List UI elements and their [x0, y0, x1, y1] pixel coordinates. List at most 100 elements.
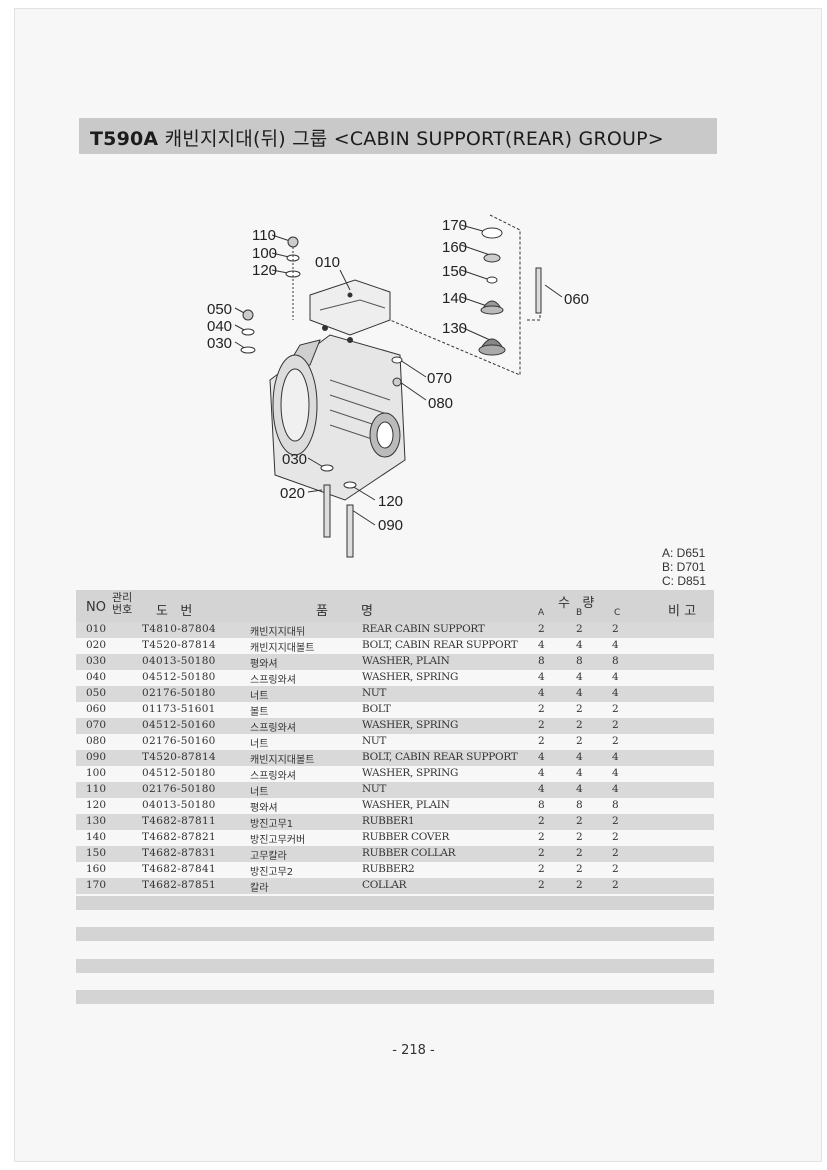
cell-c: 2	[612, 623, 619, 635]
cell-kr: 캐빈지지대볼트	[250, 755, 315, 766]
cell-no: 070	[86, 719, 107, 731]
cell-kr: 너트	[250, 739, 269, 750]
cell-a: 8	[538, 799, 545, 811]
callout-010: 010	[315, 254, 340, 271]
cell-b: 2	[576, 863, 583, 875]
legend-b: B: D701	[662, 560, 706, 574]
header-mgmt-no: 관리 번호	[112, 591, 133, 616]
cell-a: 2	[538, 831, 545, 843]
cell-en: NUT	[362, 783, 387, 795]
callout-170: 170	[442, 217, 467, 234]
callout-130: 130	[442, 320, 467, 337]
cell-kr: 너트	[250, 787, 269, 798]
cell-c: 2	[612, 847, 619, 859]
cell-c: 4	[612, 783, 619, 795]
header-part-name: 품 명	[316, 604, 373, 619]
cell-kr: 스프링와셔	[250, 675, 296, 686]
callout-120: 120	[252, 262, 277, 279]
cell-c: 8	[612, 799, 619, 811]
cell-c: 2	[612, 863, 619, 875]
model-code: T590A	[90, 128, 159, 150]
cell-en: WASHER, SPRING	[362, 719, 459, 731]
callout-080: 080	[428, 395, 453, 412]
cell-no: 120	[86, 799, 107, 811]
cell-c: 2	[612, 879, 619, 891]
cell-b: 8	[576, 655, 583, 667]
cell-no: 130	[86, 815, 107, 827]
cell-c: 4	[612, 687, 619, 699]
cell-en: RUBBER1	[362, 815, 415, 827]
cell-en: WASHER, SPRING	[362, 671, 459, 683]
blank-row-1	[76, 896, 714, 910]
legend-c: C: D851	[662, 574, 707, 588]
blank-row-2	[76, 927, 714, 941]
cell-a: 4	[538, 687, 545, 699]
exploded-parts-diagram: 110 100 120 010 170 160 150 140 130 060 …	[207, 214, 589, 558]
cell-a: 2	[538, 623, 545, 635]
cell-no: 080	[86, 735, 107, 747]
callout-120-bottom: 120	[378, 493, 403, 510]
group-title: 캐빈지지대(뒤) 그룹 <CABIN SUPPORT(REAR) GROUP>	[164, 128, 664, 150]
cell-no: 090	[86, 751, 107, 763]
cell-kr: 방진고무2	[250, 867, 294, 878]
cell-en: WASHER, PLAIN	[362, 799, 450, 811]
page-number: - 218 -	[392, 1043, 435, 1058]
cell-a: 4	[538, 671, 545, 683]
cell-en: COLLAR	[362, 879, 407, 891]
cell-code: 02176-50160	[142, 735, 216, 747]
cell-kr: 스프링와셔	[250, 723, 296, 734]
cell-b: 2	[576, 623, 583, 635]
cell-kr: 스프링와셔	[250, 771, 296, 782]
callout-090: 090	[378, 517, 403, 534]
cell-b: 4	[576, 639, 583, 651]
cell-en: BOLT, CABIN REAR SUPPORT	[362, 751, 518, 763]
page-title: T590A 캐빈지지대(뒤) 그룹 <CABIN SUPPORT(REAR) G…	[90, 124, 664, 151]
cell-code: 04512-50180	[142, 671, 216, 683]
cell-c: 4	[612, 751, 619, 763]
cell-code: T4520-87814	[142, 639, 216, 651]
header-drawing-no: 도 번	[156, 604, 193, 619]
callout-020: 020	[280, 485, 305, 502]
cell-a: 2	[538, 847, 545, 859]
cell-code: T4682-87831	[142, 847, 216, 859]
header-b: B	[576, 608, 583, 618]
cell-code: T4810-87804	[142, 623, 216, 635]
cell-a: 4	[538, 639, 545, 651]
cell-kr: 캐빈지지대뒤	[250, 627, 306, 638]
cell-code: 04013-50180	[142, 655, 216, 667]
callout-060: 060	[564, 291, 589, 308]
cell-code: 04512-50160	[142, 719, 216, 731]
cell-en: NUT	[362, 735, 387, 747]
cell-no: 010	[86, 623, 107, 635]
cell-b: 2	[576, 735, 583, 747]
cell-no: 050	[86, 687, 107, 699]
cell-b: 2	[576, 815, 583, 827]
cell-c: 4	[612, 671, 619, 683]
callout-070: 070	[427, 370, 452, 387]
cell-en: NUT	[362, 687, 387, 699]
cell-kr: 평와셔	[250, 659, 278, 670]
cell-en: WASHER, PLAIN	[362, 655, 450, 667]
cell-kr: 칼라	[250, 883, 269, 894]
cell-c: 4	[612, 639, 619, 651]
cell-code: 02176-50180	[142, 783, 216, 795]
cell-no: 160	[86, 863, 107, 875]
cell-a: 4	[538, 767, 545, 779]
cell-a: 2	[538, 863, 545, 875]
cell-kr: 고무칼라	[250, 851, 287, 862]
cell-code: 04013-50180	[142, 799, 216, 811]
cell-no: 060	[86, 703, 107, 715]
cell-kr: 방진고무1	[250, 819, 294, 830]
cell-code: T4682-87851	[142, 879, 216, 891]
cell-no: 110	[86, 783, 107, 795]
cell-c: 2	[612, 719, 619, 731]
